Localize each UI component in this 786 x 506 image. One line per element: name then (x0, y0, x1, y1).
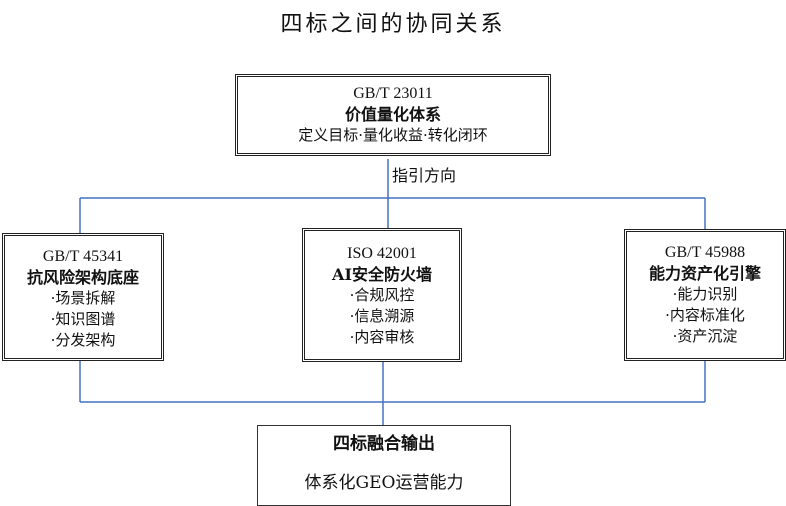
box-code: GB/T 23011 (353, 85, 433, 102)
box-code: GB/T 45988 (664, 244, 746, 261)
list-item: ·资产沉淀 (672, 327, 738, 345)
list-item: ·分发架构 (50, 331, 116, 349)
guide-direction-label: 指引方向 (392, 166, 457, 185)
box-items: ·场景拆解 ·知识图谱 ·分发架构 (5, 288, 161, 351)
box-name: 四标融合输出 (333, 434, 435, 454)
box-description: 体系化GEO运营能力 (304, 473, 464, 493)
diagram-title: 四标之间的协同关系 (280, 12, 506, 37)
list-item: ·能力识别 (672, 285, 738, 303)
box-gbt-45988: GB/T 45988 能力资产化引擎 ·能力识别 ·内容标准化 ·资产沉淀 (624, 229, 786, 361)
box-name: 价值量化体系 (344, 105, 441, 124)
box-name: 能力资产化引擎 (648, 264, 761, 283)
list-item: ·知识图谱 (50, 310, 116, 328)
box-name: AI安全防火墙 (332, 265, 432, 284)
list-item: ·合规风控 (349, 286, 415, 304)
box-name: 抗风险架构底座 (26, 268, 139, 287)
box-description: 定义目标·量化收益·转化闭环 (298, 126, 488, 144)
box-code: GB/T 45341 (42, 248, 124, 265)
box-gbt-45341: GB/T 45341 抗风险架构底座 ·场景拆解 ·知识图谱 ·分发架构 (2, 233, 164, 361)
box-gbt-23011: GB/T 23011 价值量化体系 定义目标·量化收益·转化闭环 (235, 74, 551, 156)
list-item: ·场景拆解 (50, 289, 116, 307)
list-item: ·内容审核 (349, 328, 415, 346)
box-iso-42001: ISO 42001 AI安全防火墙 ·合规风控 ·信息溯源 ·内容审核 (302, 228, 462, 362)
list-item: ·内容标准化 (665, 306, 745, 324)
box-code: ISO 42001 (347, 245, 417, 262)
list-item: ·信息溯源 (349, 307, 415, 325)
box-items: ·合规风控 ·信息溯源 ·内容审核 (305, 285, 459, 348)
box-items: ·能力识别 ·内容标准化 ·资产沉淀 (627, 284, 783, 347)
box-fusion-output: 四标融合输出 体系化GEO运营能力 (257, 425, 511, 506)
